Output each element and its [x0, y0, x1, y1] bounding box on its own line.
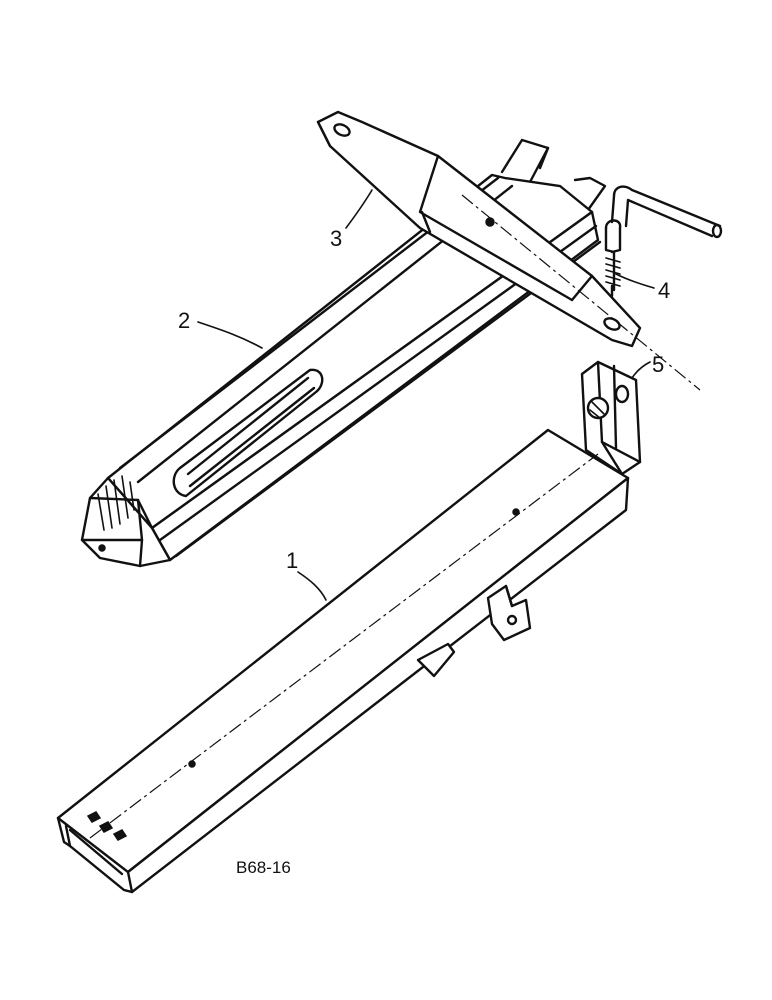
callout-5: 5: [652, 352, 664, 377]
callout-3: 3: [330, 226, 342, 251]
callout-1: 1: [286, 548, 298, 573]
part-2-bar: [80, 138, 607, 568]
part-3-plate: [316, 110, 701, 391]
drawing-code: B68-16: [236, 858, 291, 877]
part-4-pin: [604, 185, 723, 298]
part-5-clip: [580, 360, 642, 476]
part-1-channel: [56, 428, 630, 894]
callout-4: 4: [658, 278, 670, 303]
leader-lines: [197, 189, 655, 601]
callout-2: 2: [178, 308, 190, 333]
